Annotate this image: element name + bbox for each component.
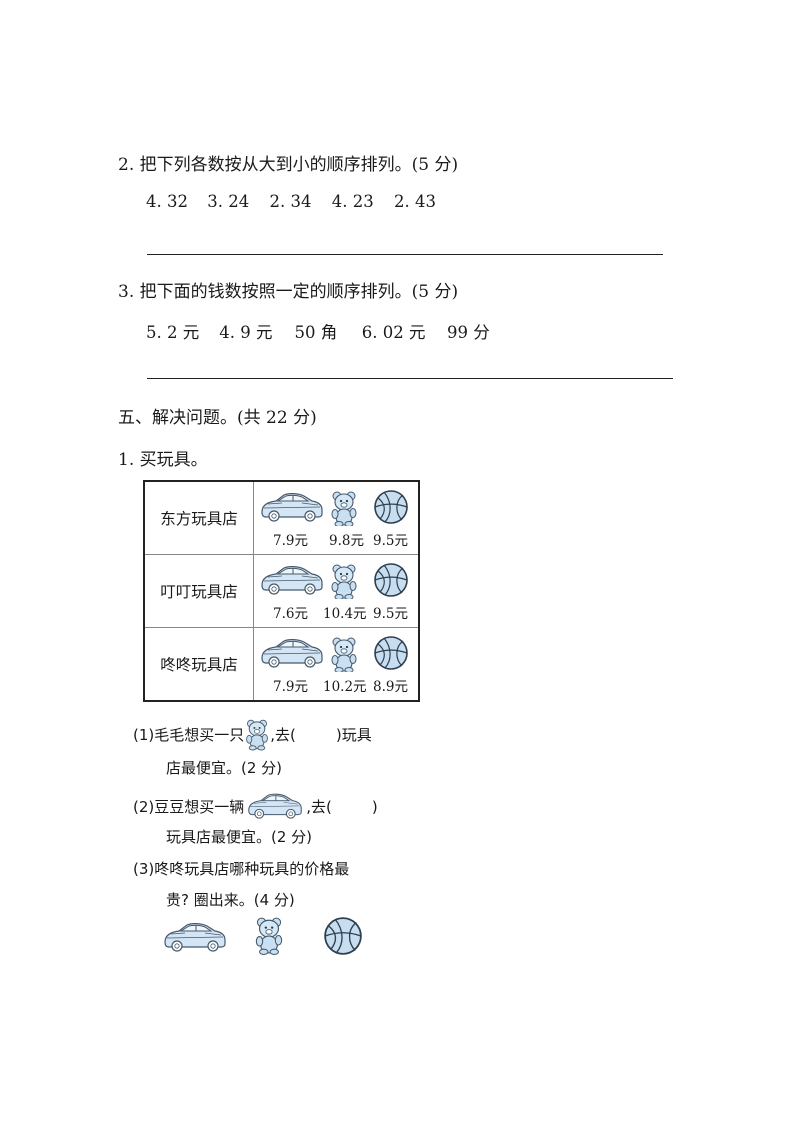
sub-question-3: (3)咚咚玩具店哪种玩具的价格最 — [133, 860, 350, 878]
car-price: 7.6元 — [273, 606, 308, 622]
number-item: 4. 23 — [331, 192, 374, 211]
toy-car-icon — [248, 793, 303, 819]
amount-item: 5. 2 元 — [146, 323, 200, 342]
q2-answer-line[interactable] — [147, 254, 663, 255]
teddy-bear-icon[interactable] — [253, 915, 285, 955]
basketball-icon — [374, 636, 408, 670]
car-price: 7.9元 — [273, 533, 308, 549]
toy-car-icon — [261, 639, 323, 668]
q3-title: 3. 把下面的钱数按照一定的顺序排列。(5 分) — [118, 282, 459, 302]
bear-price: 10.4元 — [323, 606, 367, 622]
teddy-bear-icon — [331, 564, 357, 599]
number-item: 2. 43 — [394, 192, 436, 211]
amount-item: 99 分 — [447, 323, 490, 342]
ball-price: 9.5元 — [373, 606, 408, 622]
sub-question-1: (1)毛毛想买一只,去()玩具 — [133, 717, 372, 751]
sub-question-2-cont: 玩具店最便宜。(2 分) — [166, 828, 313, 846]
toy-prices-cell: 7.6元 10.4元 9.5元 — [253, 554, 420, 628]
amount-item: 50 角 — [294, 323, 338, 342]
ball-price: 9.5元 — [373, 533, 408, 549]
toy-prices-cell: 7.9元 9.8元 9.5元 — [253, 480, 420, 555]
number-item: 2. 34 — [269, 192, 312, 211]
q3-amounts: 5. 2 元 4. 9 元 50 角 6. 02 元 99 分 — [146, 319, 490, 343]
toy-icons — [261, 490, 408, 526]
toy-car-icon[interactable] — [163, 920, 227, 952]
basketball-icon — [374, 490, 408, 524]
table-row: 东方玩具店 7.9元 9.8元 9.5元 — [143, 480, 420, 555]
amount-item: 6. 02 元 — [361, 323, 426, 342]
basketball-icon — [374, 563, 408, 597]
toy-car-icon — [261, 566, 323, 595]
ball-price: 8.9元 — [373, 679, 408, 695]
teddy-bear-icon — [331, 637, 357, 672]
toy-prices-cell: 7.9元 10.2元 8.9元 — [253, 627, 420, 702]
q3-answer-line[interactable] — [147, 378, 673, 379]
q2-numbers: 4. 32 3. 24 2. 34 4. 23 2. 43 — [146, 192, 436, 211]
sub-question-2: (2)豆豆想买一辆,去() — [133, 791, 378, 819]
teddy-bear-icon — [246, 719, 269, 751]
sub-question-3-cont: 贵? 圈出来。(4 分) — [166, 891, 295, 909]
number-item: 3. 24 — [207, 192, 250, 211]
basketball-icon[interactable] — [324, 917, 362, 955]
store-name: 咚咚玩具店 — [143, 627, 254, 702]
store-name: 叮叮玩具店 — [143, 554, 254, 628]
car-price: 7.9元 — [273, 679, 308, 695]
toy-icons — [261, 563, 408, 599]
sub-question-1-cont: 店最便宜。(2 分) — [166, 759, 283, 777]
q2-title: 2. 把下列各数按从大到小的顺序排列。(5 分) — [118, 155, 459, 175]
number-item: 4. 32 — [146, 192, 188, 211]
toy-price-table: 东方玩具店 7.9元 9.8元 9.5元 叮叮玩具店 7.6元 — [143, 480, 420, 702]
section-title: 五、解决问题。(共 22 分) — [118, 408, 317, 428]
store-name: 东方玩具店 — [143, 480, 254, 555]
bear-price: 9.8元 — [329, 533, 364, 549]
amount-item: 4. 9 元 — [219, 323, 273, 342]
p1-title: 1. 买玩具。 — [118, 450, 208, 470]
bear-price: 10.2元 — [323, 679, 367, 695]
table-row: 叮叮玩具店 7.6元 10.4元 9.5元 — [143, 554, 420, 628]
toy-car-icon — [261, 493, 323, 522]
teddy-bear-icon — [331, 491, 357, 526]
table-row: 咚咚玩具店 7.9元 10.2元 8.9元 — [143, 627, 420, 702]
toy-icons — [261, 636, 408, 672]
